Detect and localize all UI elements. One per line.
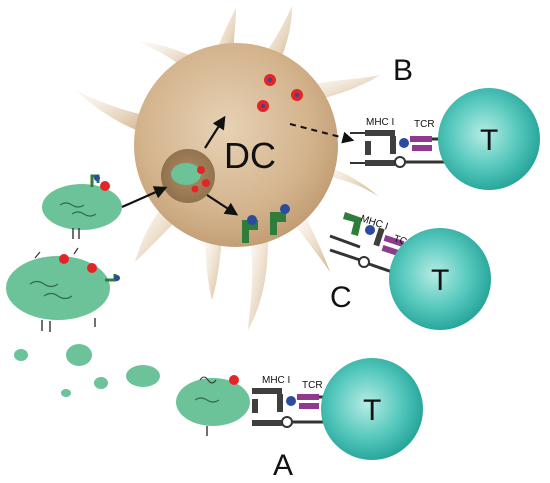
- red-particle: [197, 166, 205, 174]
- t-cell-label: T: [363, 394, 381, 427]
- panel-label-c: C: [330, 281, 352, 314]
- infected-cell: [6, 247, 120, 332]
- tcr-label: TCR: [302, 380, 323, 391]
- dc-arm: [205, 235, 222, 300]
- dc-arm: [262, 6, 292, 62]
- dc-arm: [135, 210, 175, 262]
- dc-arm: [310, 75, 380, 100]
- phagosome: [161, 149, 215, 203]
- dc-arm: [75, 90, 145, 132]
- cytoplasm-particles: [257, 74, 303, 112]
- dc-arm: [295, 215, 330, 272]
- arrow-icon: [206, 194, 239, 216]
- dc-label: DC: [224, 135, 276, 176]
- red-particle: [87, 263, 97, 273]
- red-particle: [202, 179, 210, 187]
- t-cell-a: T: [321, 358, 423, 460]
- t-cell-label: T: [480, 124, 498, 157]
- dc-arm: [248, 240, 268, 330]
- tcr-label: TCR: [414, 119, 435, 130]
- red-particle: [100, 181, 110, 191]
- t-cell-c: T: [389, 228, 491, 330]
- mhc-label: MHC I: [366, 117, 394, 128]
- mhc-blue-icon: [286, 396, 296, 406]
- receptor-complex-b: MHC I TCR: [350, 117, 453, 168]
- infected-cell: [42, 174, 122, 239]
- red-particle: [229, 375, 239, 385]
- t-cell-b: T: [438, 88, 540, 190]
- mhc-blue-icon: [399, 138, 409, 148]
- panel-label-a: A: [273, 449, 293, 482]
- t-cell-label: T: [431, 264, 449, 297]
- mhc-label: MHC I: [262, 375, 290, 386]
- receptor-complex-a: MHC I TCR: [252, 375, 345, 428]
- engulfed-cell: [171, 163, 201, 185]
- red-particle: [191, 185, 199, 193]
- cell-debris: [14, 344, 160, 397]
- arrow-icon: [121, 186, 168, 209]
- antigen-fragments: [242, 204, 290, 243]
- mhc-blue-icon: [365, 225, 375, 235]
- arrow-icon: [204, 115, 226, 149]
- infected-cell-a: [176, 375, 250, 436]
- panel-label-b: B: [393, 54, 413, 87]
- red-particle: [59, 254, 69, 264]
